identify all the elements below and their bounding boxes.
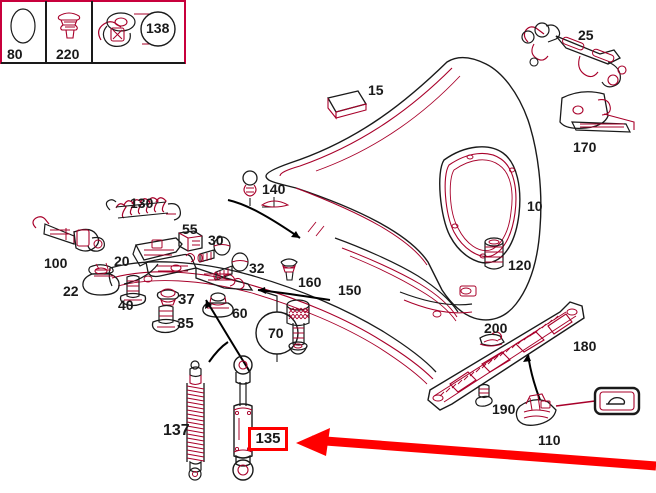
legend-label-138: 138 — [146, 20, 170, 36]
callout-40: 40 — [118, 297, 134, 313]
tension-coil-spring — [105, 197, 181, 221]
rubber-bumper-stop — [484, 237, 504, 270]
rubber-stop-buffer — [82, 262, 159, 296]
emblem-pad — [327, 90, 368, 120]
callout-130: 130 — [130, 195, 154, 211]
callout-137: 137 — [163, 422, 190, 439]
callout-15: 15 — [368, 82, 384, 98]
oval-gasket-icon — [10, 8, 36, 44]
legend-label-80: 80 — [7, 46, 23, 62]
callout-30: 30 — [208, 232, 224, 248]
callout-10: 10 — [527, 198, 543, 214]
tapping-screw — [475, 383, 493, 407]
legend-label-220: 220 — [56, 46, 80, 62]
callout-200: 200 — [484, 320, 508, 336]
callout-140: 140 — [262, 181, 286, 197]
gas-pressure-strut — [232, 355, 254, 481]
callout-100: 100 — [44, 255, 68, 271]
callout-32: 32 — [249, 260, 265, 276]
flange-screw-long — [213, 252, 249, 281]
highlight-arrow — [296, 428, 656, 471]
callout-160: 160 — [298, 274, 322, 290]
trunk-lid-panel — [265, 57, 542, 322]
cable-grommet — [242, 170, 290, 208]
lock-actuator-rod — [32, 216, 105, 252]
assembly-leader-lines — [205, 199, 541, 401]
highlighted-part-box: 135 — [248, 427, 288, 451]
callout-20: 20 — [114, 253, 130, 269]
hinge-cover-trim — [559, 91, 635, 133]
callout-22: 22 — [63, 283, 79, 299]
trunk-hinge-right — [521, 22, 627, 88]
retaining-clip — [479, 331, 505, 347]
cap-nut — [156, 288, 180, 306]
callout-150: 150 — [338, 282, 362, 298]
torsion-bar-spring — [186, 360, 205, 481]
push-rivet-icon — [57, 12, 81, 39]
callout-35: 35 — [177, 315, 194, 332]
trunk-lock-striker — [515, 393, 596, 426]
callout-190: 190 — [492, 401, 516, 417]
grommet-assembly-icon — [98, 11, 176, 47]
flange-screw — [197, 236, 231, 263]
hex-flange-bolt — [151, 304, 181, 334]
callout-70: 70 — [268, 325, 284, 341]
rubber-block-stop — [178, 230, 203, 252]
callout-25: 25 — [578, 27, 594, 43]
plastic-expanding-rivet — [280, 258, 298, 281]
callout-55: 55 — [182, 221, 198, 237]
knurled-adjuster-screw — [255, 289, 310, 362]
callout-170: 170 — [573, 139, 597, 155]
callout-37: 37 — [178, 291, 195, 308]
highlighted-part-number: 135 — [255, 430, 281, 447]
callout-120: 120 — [508, 257, 532, 273]
callout-110: 110 — [538, 432, 561, 448]
callout-60: 60 — [232, 305, 248, 321]
rear-crossmember-panel — [427, 301, 585, 411]
callout-180: 180 — [573, 338, 597, 354]
collar-bolt — [119, 274, 147, 307]
lock-detail-callout — [593, 386, 641, 416]
hinge-arm-bracket — [132, 237, 254, 291]
striker-clip-icon — [606, 396, 626, 405]
